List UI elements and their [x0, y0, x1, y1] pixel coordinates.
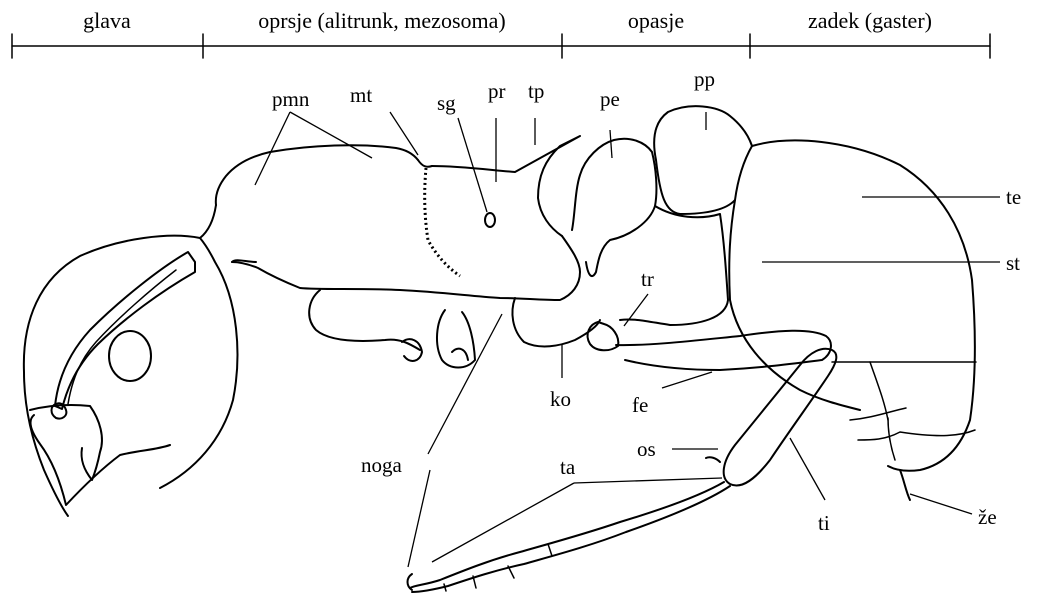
metanotal-groove [418, 160, 432, 167]
leader-noga-b [428, 314, 502, 454]
leader-pe [610, 130, 612, 158]
part-labels: pmn mt sg pr tp pe pp te st tr ko fe os … [272, 67, 1021, 535]
mesosoma-lower [232, 236, 580, 300]
segment-label-thorax: oprsje (alitrunk, mezosoma) [258, 8, 505, 33]
leader-fe [662, 372, 712, 388]
leader-ta-b [432, 483, 574, 562]
compound-eye [109, 331, 151, 381]
petiole-lower [620, 206, 728, 325]
leader-pmn-a [255, 112, 290, 185]
gaster-segment-line [888, 418, 895, 460]
tarsal-joint [548, 544, 552, 556]
antenna-scape [55, 252, 195, 409]
label-noga: noga [361, 453, 403, 477]
segment-bar [12, 34, 990, 58]
label-tp: tp [528, 79, 544, 103]
neck [200, 205, 256, 262]
label-sg: sg [437, 91, 456, 115]
petiole-node [572, 139, 656, 276]
label-ko: ko [550, 387, 571, 411]
tarsal-joint [444, 584, 446, 591]
gaster-sternite-edge [729, 200, 860, 410]
gaster-body [752, 140, 975, 470]
label-pe: pe [600, 87, 620, 111]
segment-label-head: glava [83, 8, 131, 33]
label-ti: ti [818, 511, 830, 535]
gaster-segment-line [858, 430, 975, 440]
mid-coxa-claw [452, 349, 468, 360]
pronotum [216, 145, 418, 205]
mid-coxa [437, 310, 475, 368]
trochanter [588, 322, 619, 350]
sting [900, 470, 910, 500]
coxa-hind [512, 298, 600, 346]
femur [616, 331, 831, 370]
segment-label-petiole: opasje [628, 8, 684, 33]
label-tr: tr [641, 267, 654, 291]
label-os: os [637, 437, 656, 461]
label-ze: že [978, 505, 997, 529]
leader-pmn-b [290, 112, 372, 158]
ant-drawing [24, 106, 976, 592]
gaster-segment-line [870, 362, 888, 420]
label-pp: pp [694, 67, 715, 91]
label-pr: pr [488, 79, 506, 103]
tibial-spur [706, 457, 720, 462]
suture-dotted [425, 168, 460, 276]
postpetiole-node [654, 106, 752, 214]
leader-ze [910, 494, 972, 514]
label-mt: mt [350, 83, 372, 107]
label-pmn: pmn [272, 87, 310, 111]
label-te: te [1006, 185, 1021, 209]
leader-lines [255, 112, 1000, 567]
leader-sg [458, 118, 487, 212]
spiracle [485, 213, 495, 227]
tarsus [410, 482, 724, 588]
label-ta: ta [560, 455, 576, 479]
label-fe: fe [632, 393, 648, 417]
label-st: st [1006, 251, 1020, 275]
propodeum [432, 136, 580, 236]
leader-ti [790, 438, 825, 500]
leader-ta-a [574, 478, 722, 483]
leader-noga-a [408, 470, 430, 567]
segment-label-gaster: zadek (gaster) [808, 8, 932, 33]
